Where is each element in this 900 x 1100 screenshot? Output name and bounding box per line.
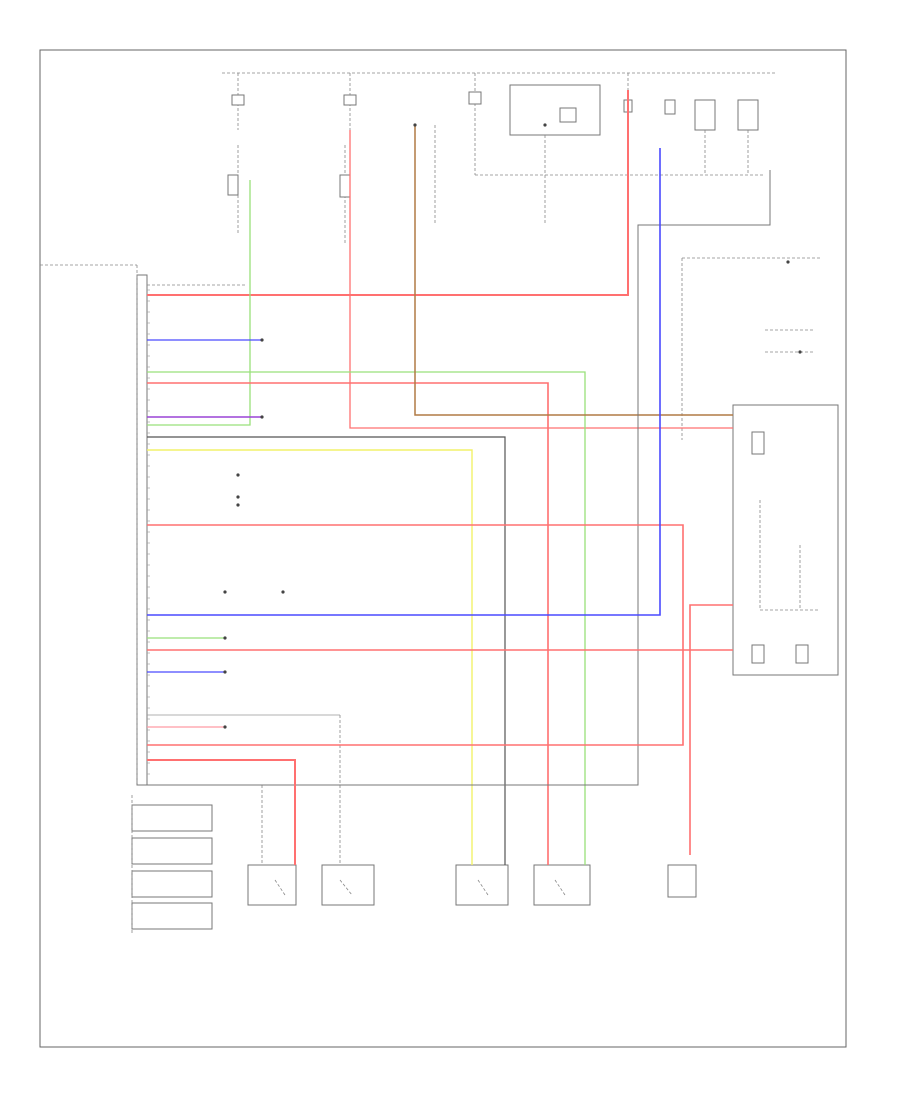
wire-brown bbox=[414, 125, 733, 416]
bottom-sensor-3 bbox=[455, 864, 509, 906]
wire-red-right bbox=[689, 604, 733, 855]
wire-red-sensor bbox=[147, 382, 549, 865]
diagram-frame bbox=[39, 49, 847, 1048]
right-control-module bbox=[681, 257, 839, 676]
left-connector bbox=[40, 264, 245, 786]
wire-gray-bus bbox=[147, 436, 506, 865]
bottom-sensor-1 bbox=[247, 785, 297, 906]
lower-left-connector-stack bbox=[131, 795, 213, 935]
fuse-block-4 bbox=[600, 73, 765, 176]
wire-batt bbox=[147, 90, 629, 296]
bottom-sensor-5 bbox=[667, 864, 697, 898]
connector-pin-ticks bbox=[147, 289, 150, 775]
wire-gray-right bbox=[147, 170, 771, 786]
junction-dots bbox=[223, 123, 802, 729]
wire-yellow bbox=[147, 449, 473, 865]
bottom-sensor-4 bbox=[533, 864, 591, 906]
wire-blue-batt bbox=[147, 148, 661, 616]
wire-red-mid bbox=[147, 524, 684, 746]
relay-block bbox=[509, 84, 601, 225]
wire-red-bottom bbox=[147, 759, 296, 865]
wire-green-long bbox=[147, 180, 251, 426]
bottom-sensor-2 bbox=[321, 715, 375, 906]
wire-green-sensor4 bbox=[147, 371, 586, 865]
wire-fuse-red-2 bbox=[349, 130, 733, 429]
fuse-block-3 bbox=[468, 73, 482, 175]
fuse-block-2 bbox=[339, 73, 357, 245]
fuse-block-1 bbox=[227, 73, 245, 235]
